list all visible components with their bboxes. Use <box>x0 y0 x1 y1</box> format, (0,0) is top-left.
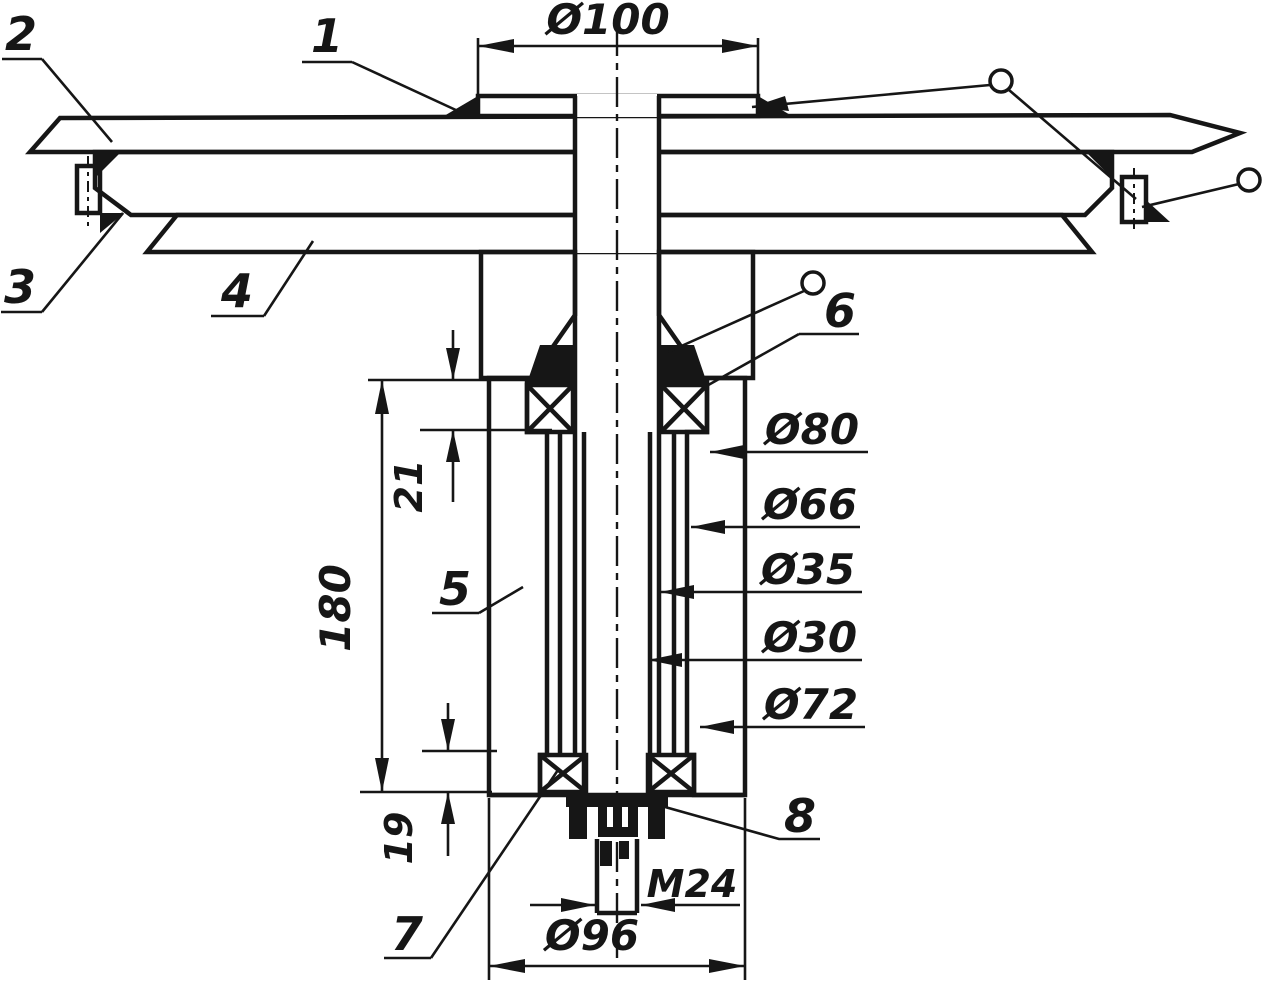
weld-bead <box>444 96 478 116</box>
leader-line <box>429 769 560 959</box>
svg-text:1: 1 <box>311 9 343 63</box>
dimension-flange-diameter: Ø100 <box>476 0 760 96</box>
svg-text:5: 5 <box>439 562 471 616</box>
svg-text:6: 6 <box>824 284 856 338</box>
dimension-shaft-end-diameter: Ø30 <box>648 613 862 667</box>
dimension-hub-bottom-diameter: Ø96 <box>487 798 747 980</box>
dim-label: M24 <box>647 862 738 906</box>
callout-circle-seal <box>667 270 826 354</box>
leader-line <box>262 240 315 317</box>
svg-text:8: 8 <box>784 789 816 843</box>
lower-plate <box>142 212 1097 255</box>
svg-text:2: 2 <box>5 7 37 61</box>
dimension-thread-size: M24 <box>530 862 740 912</box>
part-label-1: 1 <box>302 9 459 113</box>
hub-wall-right <box>684 375 748 798</box>
leader-line <box>40 212 125 313</box>
leader-line <box>478 585 524 615</box>
hub-wall-left <box>486 375 550 798</box>
top-skin-sheet <box>25 112 1248 155</box>
leader-line <box>1008 89 1137 200</box>
leader-line <box>702 332 800 390</box>
dim-label: 19 <box>377 812 421 865</box>
dim-label: Ø80 <box>763 405 859 454</box>
callout-circle-right <box>1141 167 1262 209</box>
shaft-rod <box>581 432 653 797</box>
bearing-top <box>524 382 710 435</box>
weld-bead <box>95 152 121 178</box>
part-label-3: 3 <box>1 212 125 314</box>
dim-label: Ø66 <box>761 480 857 529</box>
leader-line <box>1141 182 1240 209</box>
part-label-7: 7 <box>384 769 560 961</box>
dim-label: Ø96 <box>543 911 639 960</box>
part-label-5: 5 <box>432 562 524 616</box>
rim-bolt-left <box>74 152 124 233</box>
svg-text:7: 7 <box>391 907 423 961</box>
seal-left <box>527 345 575 383</box>
leader-line <box>664 805 820 841</box>
leader-line <box>667 289 805 354</box>
seal-right <box>659 345 707 383</box>
dim-label: Ø72 <box>762 680 858 729</box>
dim-label: 21 <box>387 460 431 513</box>
dim-label: Ø100 <box>544 0 669 44</box>
part-label-4: 4 <box>211 240 315 318</box>
part-label-6: 6 <box>702 284 859 390</box>
dimension-bore-diameter: Ø66 <box>691 480 860 534</box>
svg-text:3: 3 <box>4 260 36 314</box>
dim-label: 180 <box>311 564 360 652</box>
leader-line <box>41 58 113 143</box>
leader-line <box>351 60 459 113</box>
dimension-top-bearing-height: 21 <box>387 330 552 512</box>
cotter-pin <box>600 841 629 866</box>
dimension-lower-seat-diameter: Ø72 <box>700 680 865 734</box>
svg-text:4: 4 <box>220 264 253 318</box>
callout-circle-top <box>751 68 1137 200</box>
dimension-housing-length: 180 <box>311 378 565 794</box>
part-label-2: 2 <box>2 7 113 143</box>
dimension-bottom-bearing-offset: 19 <box>377 703 497 864</box>
castle-nut <box>566 795 668 839</box>
dimension-shaft-diameter: Ø35 <box>660 545 862 599</box>
dimension-upper-seat-diameter: Ø80 <box>710 405 868 459</box>
shaft-hole <box>576 96 658 253</box>
dim-label: Ø30 <box>761 613 857 662</box>
part-label-8: 8 <box>664 789 820 843</box>
dim-label: Ø35 <box>759 545 855 594</box>
leader-line <box>751 83 991 109</box>
